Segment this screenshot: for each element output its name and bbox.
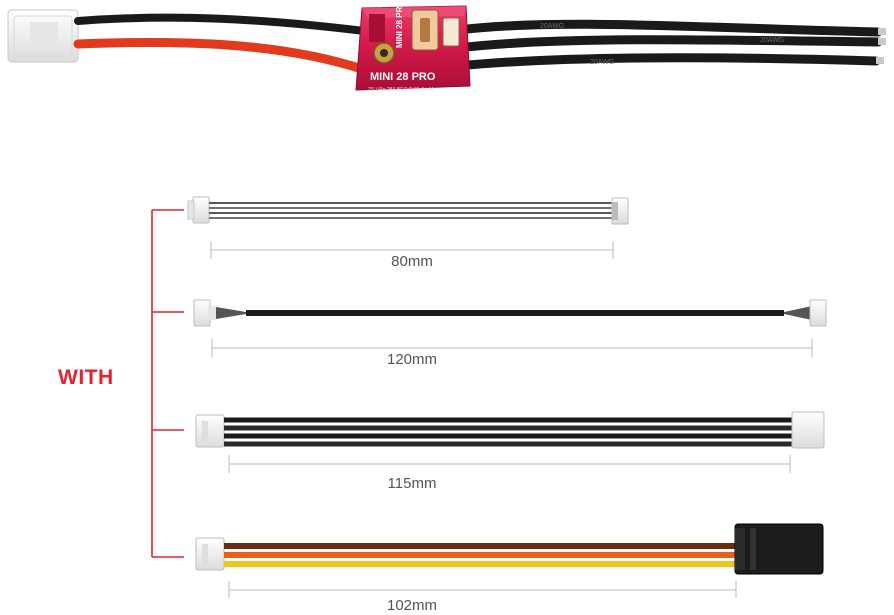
wire-marking: 20AWG: [760, 37, 784, 44]
cable-length-label: 80mm: [391, 253, 433, 270]
with-label: WITH: [58, 366, 114, 389]
red-bracket: [151, 209, 184, 558]
wire-marking: 20AWG: [540, 23, 564, 30]
esc-body: MINI 28 PRO 2S LiPo 28A BEC:6V/7.4V 4A M…: [355, 0, 471, 93]
dimension-line: [210, 241, 614, 259]
esc-side-label: MINI 28 PRO: [395, 0, 404, 48]
battery-connector: [7, 9, 79, 63]
cable-80mm: [187, 196, 629, 225]
dimension-line: [211, 339, 813, 357]
wire-marking: 20AWG: [590, 59, 614, 66]
motor-wires: 20AWG 20AWG 20AWG: [453, 19, 886, 71]
dimension-line: [228, 581, 737, 598]
cable-120mm: [193, 299, 827, 327]
dimension-line: [228, 455, 791, 473]
esc-model-label: MINI 28 PRO: [370, 71, 436, 83]
cable-length-label: 115mm: [387, 475, 437, 492]
esc-fine-print: 2S LiPo 28A BEC:6V/7.4V 4A: [368, 87, 435, 93]
esc-assembly: 20AWG 20AWG 20AWG MINI 28 PRO 2S LiPo 28…: [7, 0, 886, 93]
battery-red-wire: [73, 37, 370, 75]
battery-black-wire: [74, 13, 376, 36]
cable-102mm: [195, 523, 824, 575]
cable-length-label: 102mm: [386, 597, 438, 614]
cable-115mm: [195, 411, 825, 449]
cable-length-label: 120mm: [386, 351, 438, 368]
